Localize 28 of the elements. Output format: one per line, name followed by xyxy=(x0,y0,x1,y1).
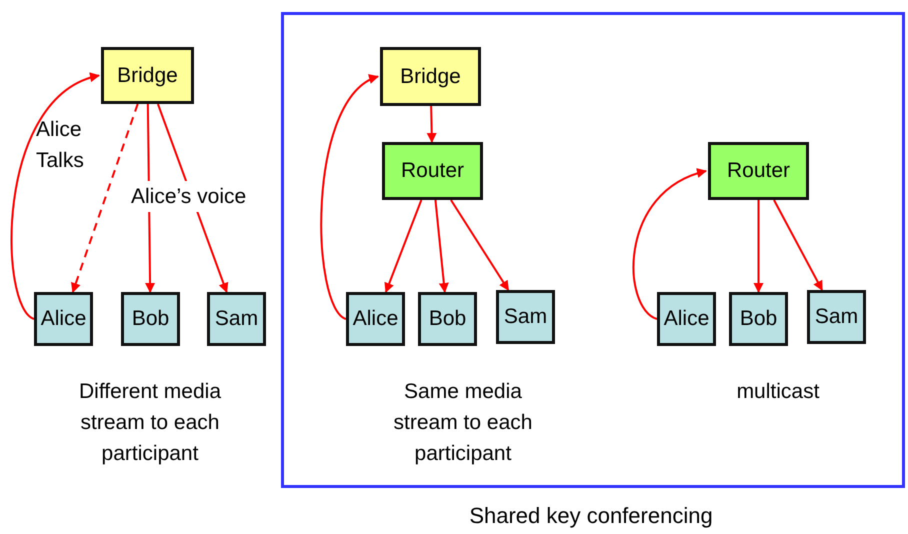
participant-box: Sam xyxy=(807,290,866,344)
participant-box: Bob xyxy=(418,292,477,346)
arrow xyxy=(773,200,823,291)
participant-box: Bob xyxy=(121,292,180,346)
router-box: Router xyxy=(708,142,809,200)
group-heading: Shared key conferencing xyxy=(468,502,714,530)
caption-text: multicast xyxy=(736,379,820,405)
arrow xyxy=(71,104,139,293)
caption-text: Same media stream to each participant xyxy=(392,379,534,467)
arrow xyxy=(320,76,379,320)
caption-text: Different media stream to each participant xyxy=(78,379,222,467)
participant-box: Sam xyxy=(207,292,266,346)
arrow xyxy=(384,200,422,293)
bridge-box: Bridge xyxy=(380,47,481,106)
arrow xyxy=(434,200,449,293)
bridge-box: Bridge xyxy=(101,47,194,104)
participant-box: Alice xyxy=(657,292,716,346)
arrow xyxy=(10,74,100,320)
arrow xyxy=(754,200,764,293)
router-box: Router xyxy=(382,142,483,200)
caption-text: Alice Talks xyxy=(36,117,85,174)
participant-box: Alice xyxy=(34,292,93,346)
arrow xyxy=(426,106,437,143)
arrow xyxy=(632,169,707,320)
participant-box: Sam xyxy=(496,290,555,344)
participant-box: Alice xyxy=(346,292,405,346)
participant-box: Bob xyxy=(729,292,788,346)
arrow xyxy=(450,199,510,291)
